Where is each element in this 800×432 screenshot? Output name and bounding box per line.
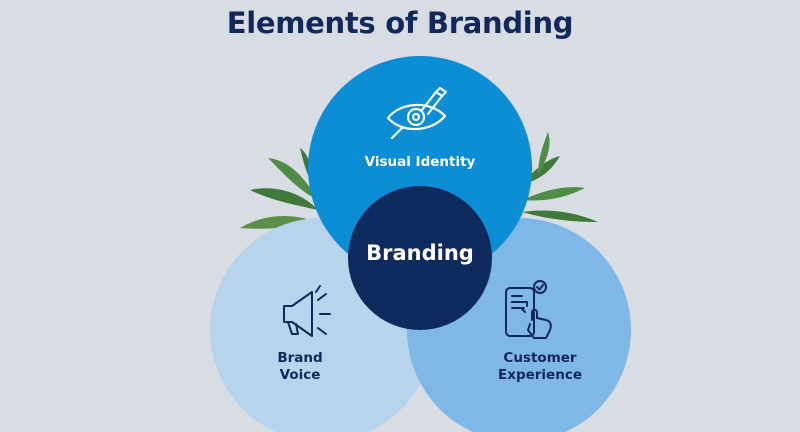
brand-voice-label-line2: Voice xyxy=(279,366,321,383)
customer-experience-label-line1: Customer xyxy=(503,350,577,366)
visual-identity-label: Visual Identity xyxy=(364,154,476,170)
customer-experience-label: Customer Experience xyxy=(460,350,620,384)
brand-voice-label: Brand Voice xyxy=(230,350,370,384)
branding-center-circle xyxy=(348,186,492,330)
brand-voice-label-line1: Brand xyxy=(277,350,323,366)
diagram-title: Elements of Branding xyxy=(226,6,574,40)
customer-experience-label-line2: Experience xyxy=(498,366,582,383)
branding-center-label: Branding xyxy=(366,241,474,265)
megaphone-icon xyxy=(283,285,331,337)
phone-tap-icon xyxy=(505,280,552,339)
eye-pencil-icon xyxy=(386,86,448,140)
